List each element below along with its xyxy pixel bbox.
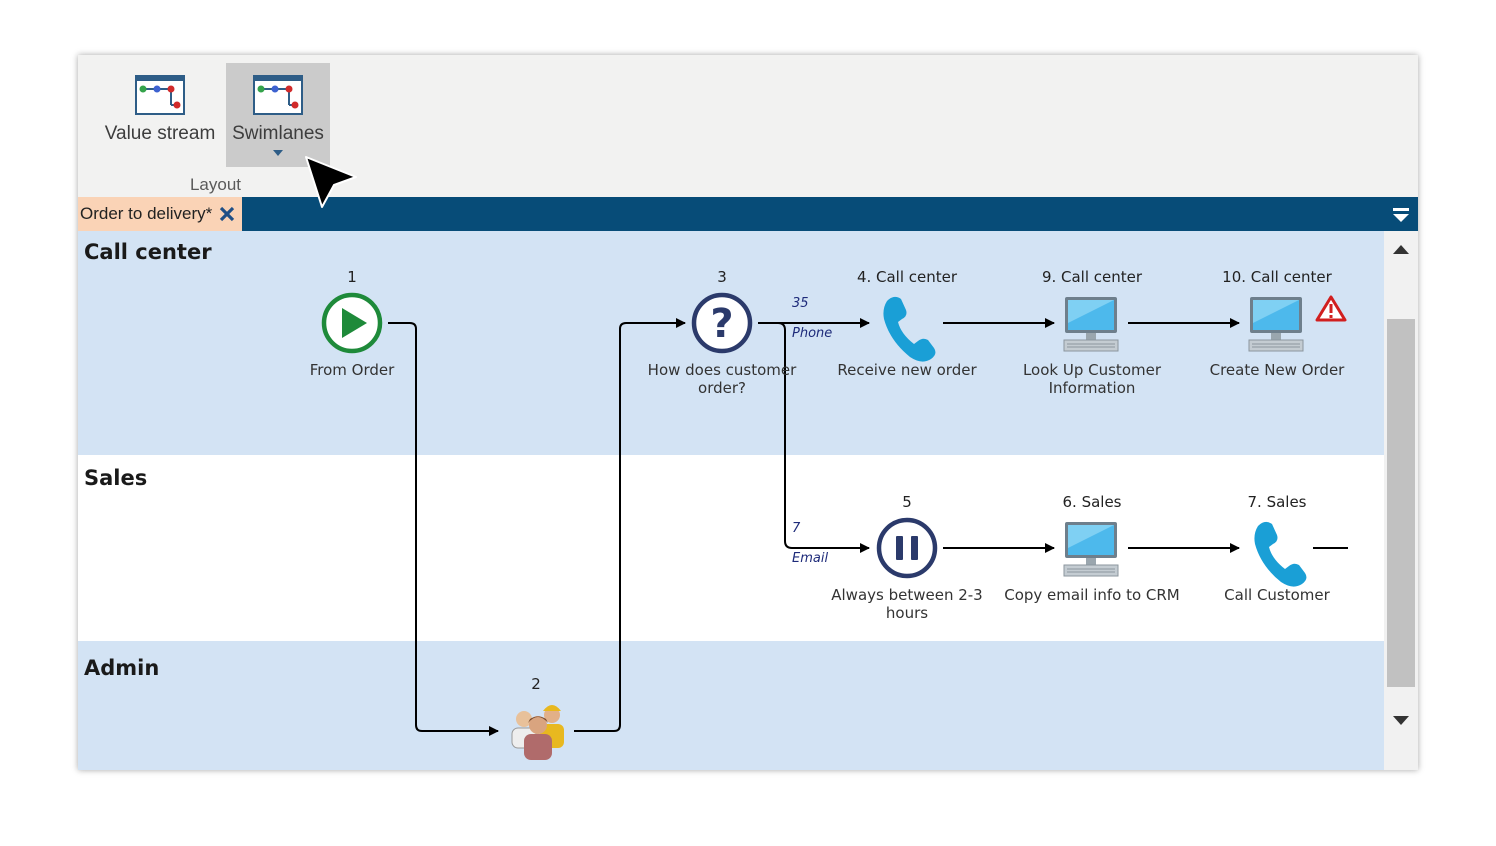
process-canvas[interactable]: Call center Sales Admin <box>78 231 1384 770</box>
swimlanes-button[interactable]: Swimlanes <box>226 63 330 167</box>
computer-icon <box>1063 297 1119 352</box>
node-label[interactable]: How does customer order? <box>647 361 797 397</box>
flow-diagram: ? <box>321 292 1348 760</box>
phone-icon <box>883 296 936 362</box>
edge-count: 7 <box>792 521 801 536</box>
app-window: Value stream Swimlanes Layout Order to <box>78 55 1418 770</box>
scrollbar-thumb[interactable] <box>1387 319 1415 687</box>
connector <box>777 322 870 553</box>
node-label[interactable]: Call Customer <box>1224 586 1330 604</box>
warning-icon <box>1315 295 1347 322</box>
computer-icon <box>1063 522 1119 577</box>
document-tab-title: Order to delivery* <box>80 204 213 223</box>
node-number: 4. Call center <box>856 268 958 286</box>
vertical-scrollbar[interactable] <box>1384 231 1418 770</box>
mouse-cursor-icon <box>305 156 357 208</box>
connector <box>574 318 686 732</box>
node-label[interactable]: Look Up Customer Information <box>1022 361 1162 397</box>
node-number: 7. Sales <box>1247 493 1307 511</box>
lane-title: Call center <box>84 240 212 264</box>
document-tab[interactable]: Order to delivery* <box>78 197 242 231</box>
svg-text:?: ? <box>710 301 733 347</box>
value-stream-button[interactable]: Value stream <box>98 63 222 167</box>
lane-title: Admin <box>84 656 160 680</box>
edge-count: 35 <box>792 296 809 311</box>
value-stream-icon <box>135 75 185 115</box>
swimlanes-label: Swimlanes <box>232 123 324 144</box>
play-icon <box>321 292 383 354</box>
lane-admin: Admin <box>78 641 1384 770</box>
close-icon[interactable] <box>219 206 235 222</box>
layout-group-label: Layout <box>189 175 242 194</box>
node-label[interactable]: From Order <box>309 361 395 379</box>
tab-menu-icon[interactable] <box>1392 206 1410 224</box>
node-number: 6. Sales <box>1062 493 1122 511</box>
edge-label: Phone <box>792 326 833 341</box>
computer-icon <box>1248 297 1304 352</box>
lane-title: Sales <box>84 466 148 490</box>
node-number: 5 <box>902 493 912 511</box>
swimlanes-icon <box>253 75 303 115</box>
question-icon: ? <box>691 292 753 354</box>
phone-icon <box>1254 521 1307 587</box>
connector <box>388 322 499 736</box>
node-number: 9. Call center <box>1041 268 1143 286</box>
node-number: 10. Call center <box>1222 268 1332 286</box>
edge-label: Email <box>792 551 829 566</box>
node-label[interactable]: Copy email info to CRM <box>1004 586 1180 604</box>
scroll-up-arrow-icon[interactable] <box>1392 243 1410 255</box>
people-icon <box>511 705 564 760</box>
node-label[interactable]: Always between 2-3 hours <box>831 586 983 622</box>
node-number: 2 <box>531 675 541 693</box>
ribbon: Value stream Swimlanes Layout <box>78 55 1418 197</box>
document-tab-bar: Order to delivery* <box>78 197 1418 231</box>
node-label[interactable]: Create New Order <box>1209 361 1345 379</box>
dropdown-arrow-icon[interactable] <box>272 149 284 157</box>
scroll-down-arrow-icon[interactable] <box>1392 715 1410 727</box>
pause-icon <box>876 517 938 579</box>
node-number: 3 <box>717 268 727 286</box>
node-label[interactable]: Receive new order <box>837 361 977 379</box>
value-stream-label: Value stream <box>104 123 216 144</box>
node-number: 1 <box>347 268 357 286</box>
